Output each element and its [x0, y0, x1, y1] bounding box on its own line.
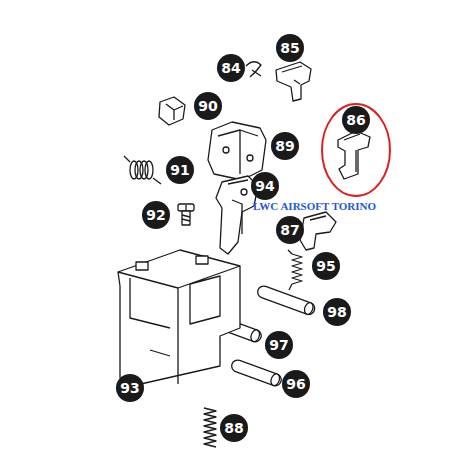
callout-number: 89 [275, 139, 294, 153]
callout-number: 88 [224, 421, 243, 435]
callout-number: 95 [316, 259, 335, 273]
callout-number: 98 [327, 305, 346, 319]
small-part [300, 212, 336, 250]
small-spring [288, 250, 302, 290]
screw [178, 204, 194, 225]
callout-circle: 97 [265, 331, 293, 359]
callout-circle: 94 [251, 172, 279, 200]
callout-number: 90 [198, 99, 217, 113]
callout-number: 86 [346, 113, 365, 127]
callout-number: 92 [146, 208, 165, 222]
callout-circle: 86 [342, 106, 370, 134]
spring-clip [246, 62, 261, 77]
coil-spring [204, 408, 216, 447]
callout-circle: 96 [282, 370, 310, 398]
callout-circle: 87 [276, 216, 304, 244]
callout-circle: 91 [166, 156, 194, 184]
small-lever [159, 97, 185, 125]
pin [256, 284, 316, 316]
callout-number: 85 [280, 41, 299, 55]
watermark: LWC AIRSOFT TORINO [253, 201, 376, 212]
highlight-ring [322, 104, 390, 196]
callout-circle: 90 [194, 92, 222, 120]
trigger-housing [118, 250, 240, 386]
callout-number: 91 [170, 163, 189, 177]
callout-circle: 85 [276, 34, 304, 62]
callout-circle: 98 [323, 298, 351, 326]
callout-number: 87 [280, 223, 299, 237]
trigger-part [276, 62, 311, 101]
callout-number: 94 [255, 179, 274, 193]
torsion-spring [124, 156, 161, 184]
callout-circle: 89 [271, 132, 299, 160]
callout-circle: 84 [217, 54, 245, 82]
callout-circle: 92 [142, 201, 170, 229]
callout-circle: 88 [220, 414, 248, 442]
callout-number: 96 [286, 377, 305, 391]
callout-number: 97 [269, 338, 288, 352]
trigger-housing-block [208, 122, 266, 180]
callout-circle: 95 [312, 252, 340, 280]
callout-number: 84 [221, 61, 240, 75]
callout-number: 93 [120, 381, 139, 395]
callout-circle: 93 [116, 374, 144, 402]
pin [230, 358, 283, 387]
hook-part [338, 131, 370, 179]
